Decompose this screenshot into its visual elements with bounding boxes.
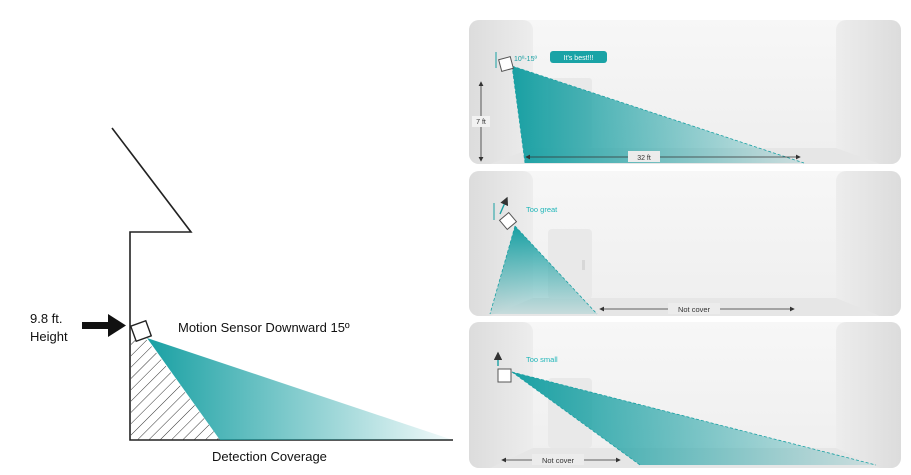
height-arrow-icon (82, 314, 126, 337)
sensor-icon (498, 211, 518, 231)
detection-beam (147, 338, 453, 440)
sensor-icon (497, 368, 512, 383)
not-cover-label: Not cover (542, 456, 575, 465)
height-label: 7 ft (476, 119, 486, 126)
not-cover-label: Not cover (678, 305, 711, 314)
status-badge (550, 51, 607, 63)
coverage-label: Detection Coverage (212, 449, 327, 464)
status-badge-text: It's best!!! (564, 55, 594, 62)
coverage-beam (490, 226, 597, 314)
height-label-line1: 9.8 ft. (30, 311, 63, 326)
distance-label: 32 ft (637, 155, 651, 162)
sensor-icon (498, 56, 514, 72)
angle-label: 10º-15º (514, 56, 537, 63)
panel-best: 10º-15º It's best!!! 7 ft 32 ft (469, 20, 901, 164)
tilt-up-arrow-icon (499, 196, 509, 215)
panel-too-small: Too small Not cover (469, 322, 901, 468)
left-diagram: 9.8 ft. Height Motion Sensor Downward 15… (30, 127, 453, 464)
status-label: Too small (526, 355, 558, 364)
sensor-title: Motion Sensor Downward 15º (178, 320, 350, 335)
blind-zone (131, 340, 220, 440)
status-label: Too great (526, 205, 558, 214)
motion-sensor-icon (129, 319, 153, 343)
height-label-line2: Height (30, 329, 68, 344)
panel-too-great: Too great Not cover (469, 171, 901, 316)
